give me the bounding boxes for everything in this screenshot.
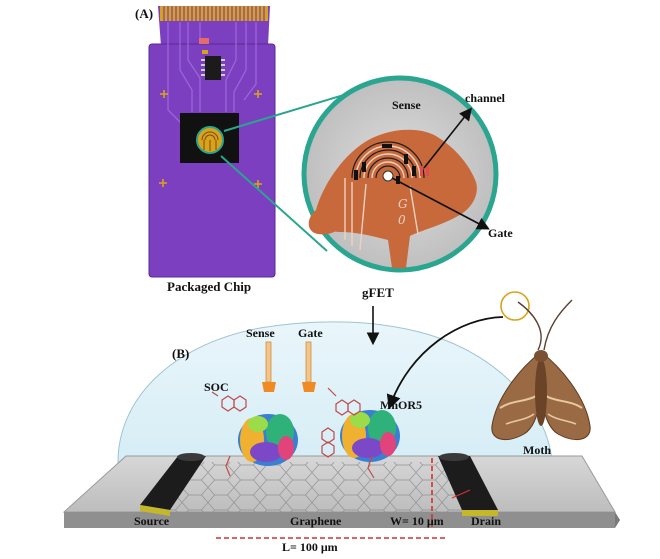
receptor-protein-right — [340, 410, 400, 462]
svg-text:0: 0 — [398, 213, 406, 227]
drain-electrode — [438, 453, 498, 516]
dome — [117, 321, 553, 463]
width-label: W= 10 μm — [390, 514, 444, 528]
gold-contact-pads — [160, 6, 268, 21]
svg-text:G: G — [398, 197, 408, 211]
soc-molecules — [211, 387, 375, 479]
graphene-sheet — [160, 462, 470, 512]
gate-electrode — [302, 341, 316, 392]
panel-b-label: (B) — [172, 346, 190, 361]
receptor-protein-left — [238, 414, 298, 466]
zoom-sense-label: Sense — [392, 98, 421, 112]
panel-a-label: (A) — [135, 6, 154, 21]
channel-arrow — [423, 107, 472, 169]
gfet-label: gFET — [362, 285, 394, 300]
zoom-channel-label: channel — [465, 91, 506, 105]
length-label: L= 100 μm — [282, 540, 338, 554]
gate-electrode-label: Gate — [298, 326, 323, 340]
sense-electrode — [262, 341, 276, 392]
drain-label: Drain — [471, 514, 501, 528]
zoomed-sensor: G 0 — [301, 75, 499, 273]
ic-component — [205, 56, 221, 80]
source-electrode — [140, 453, 206, 516]
chip-traces — [167, 22, 257, 125]
channel-boundaries — [216, 458, 445, 539]
soc-label: SOC — [204, 380, 229, 394]
moth-illustration — [491, 299, 591, 441]
receptor-label: MhOR5 — [380, 398, 422, 412]
source-label: Source — [134, 514, 170, 528]
graphene-label: Graphene — [290, 514, 342, 528]
moth-arrow — [386, 316, 504, 410]
gate-arrow — [391, 177, 490, 230]
zoom-gate-label: Gate — [488, 226, 513, 240]
packaged-chip-caption: Packaged Chip — [167, 279, 252, 294]
alignment-marks — [159, 90, 262, 188]
sense-electrode-label: Sense — [246, 326, 275, 340]
zoom-line-bottom — [220, 155, 328, 252]
antenna-highlight — [500, 291, 530, 321]
packaged-chip — [148, 6, 276, 278]
moth-label: Moth — [523, 443, 551, 457]
